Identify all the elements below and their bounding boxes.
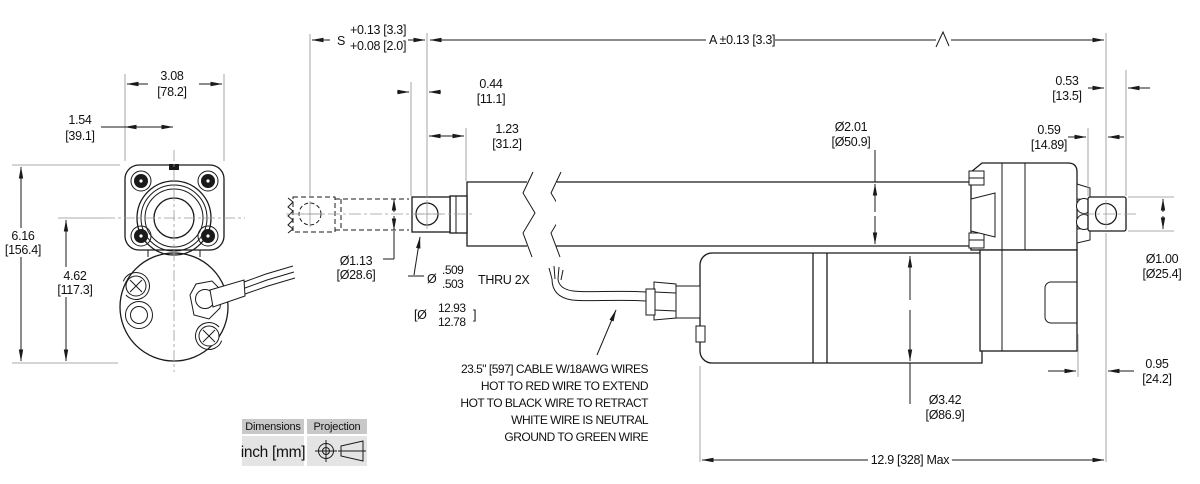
dim-motor-dia: Ø3.42 [Ø86.9] xyxy=(907,255,965,422)
projection-header: Projection xyxy=(314,421,361,433)
dim-flange-width: 3.08 [78.2] xyxy=(124,69,225,161)
motor-dia-mm: [Ø86.9] xyxy=(926,408,965,422)
pin-to-tube-mm: [31.2] xyxy=(492,137,521,151)
rod-end-dia-in: Ø1.13 xyxy=(340,254,373,268)
rear-housing-notch xyxy=(1044,281,1077,324)
rear-cap-gland-details xyxy=(968,170,996,249)
overall-height-in: 6.16 xyxy=(11,229,34,243)
dim-flange-half: 1.54 [39.1] xyxy=(65,113,174,143)
rear-face-to-pin-mm: [14.89] xyxy=(1031,138,1067,152)
center-height-in: 4.62 xyxy=(63,269,86,283)
rear-lug-offset-in: 0.95 xyxy=(1145,357,1168,371)
rear-face-to-pin-in: 0.59 xyxy=(1037,123,1060,137)
cable-note-line5: GROUND TO GREEN WIRE xyxy=(504,430,648,444)
dim-rear-pin-to-end: 0.53 [13.5] xyxy=(1052,74,1150,103)
mount-hole-in-max: .509 xyxy=(442,263,464,277)
mount-hole-mm-open: [Ø xyxy=(414,308,427,322)
units-cell xyxy=(242,436,304,466)
mount-hole-mm-min: 12.78 xyxy=(438,315,466,329)
rod-offset-mm: [11.1] xyxy=(477,92,506,106)
rod-offset-in: 0.44 xyxy=(479,77,502,91)
projection-header-cell xyxy=(307,419,367,434)
front-wires xyxy=(243,265,296,295)
stroke-tol-lower: +0.08 [2.0] xyxy=(350,39,406,53)
rear-lug-offset-mm: [24.2] xyxy=(1142,372,1171,386)
front-view xyxy=(104,150,296,372)
rod-end-dia-mm: [Ø28.6] xyxy=(337,268,376,282)
dim-stroke-s: S +0.13 [3.3] +0.08 [2.0] xyxy=(311,23,426,53)
side-view-extended-rod-dashed xyxy=(287,196,409,234)
front-cable-gland xyxy=(189,279,246,320)
max-length-label: 12.9 [328] Max xyxy=(871,453,951,467)
rod-knurl xyxy=(287,197,294,234)
dim-rod-end-dia: Ø1.13 [Ø28.6] xyxy=(337,198,397,282)
dim-rear-face-to-pin: 0.59 [14.89] xyxy=(1031,123,1124,152)
front-motor-screw-lower xyxy=(195,322,223,350)
rear-lug-dia-mm: [Ø25.4] xyxy=(1143,267,1182,281)
mount-hole-mm-max: 12.93 xyxy=(438,301,466,315)
title-block: Dimensions Projection inch [mm] xyxy=(241,419,367,466)
front-motor-screw-upper xyxy=(122,272,150,300)
dim-length-a: A ±0.13 [3.3] xyxy=(429,30,1105,48)
units-label: inch [mm] xyxy=(241,444,305,461)
cable-note: 23.5" [597] CABLE W/18AWG WIRES HOT TO R… xyxy=(460,309,650,444)
front-breather-hole xyxy=(125,301,153,329)
dimensions-header-cell xyxy=(242,419,304,434)
dimensions-header: Dimensions xyxy=(245,421,301,433)
flange-half-mm: [39.1] xyxy=(65,129,94,143)
center-height-mm: [117.3] xyxy=(57,283,92,297)
front-flange-screws xyxy=(130,170,219,247)
tube-break-left xyxy=(522,171,536,258)
side-cable-gland xyxy=(645,281,701,321)
callout-mount-hole: Ø .509 .503 THRU 2X [Ø 12.93 12.78 ] xyxy=(408,236,531,329)
overall-height-mm: [156.4] xyxy=(5,243,41,257)
dim-break-mark xyxy=(935,30,950,48)
length-a-label: A ±0.13 [3.3] xyxy=(709,33,775,47)
flange-half-in: 1.54 xyxy=(68,113,91,127)
motor-housing xyxy=(699,252,983,364)
cable-note-line2: HOT TO RED WIRE TO EXTEND xyxy=(481,379,649,393)
rear-pin-to-end-mm: [13.5] xyxy=(1052,89,1081,103)
cable xyxy=(548,265,647,302)
flange-width-in: 3.08 xyxy=(160,69,183,83)
mount-hole-dia-symbol: Ø xyxy=(427,272,437,286)
stroke-tol-upper: +0.13 [3.3] xyxy=(350,23,406,37)
rear-lug-dia-in: Ø1.00 xyxy=(1146,252,1179,266)
motor-dia-in: Ø3.42 xyxy=(929,393,962,407)
dim-tube-dia: Ø2.01 [Ø50.9] xyxy=(832,120,878,245)
tube-dia-mm: [Ø50.9] xyxy=(832,135,871,149)
dim-pin-to-tube: 1.23 [31.2] xyxy=(428,122,522,151)
dim-max-length: 12.9 [328] Max xyxy=(701,453,1105,467)
side-view xyxy=(286,162,1138,364)
cable-note-line3: HOT TO BLACK WIRE TO RETRACT xyxy=(460,396,649,410)
rear-gear-housing xyxy=(979,249,1078,352)
stroke-label: S xyxy=(337,34,345,48)
mount-hole-thru: THRU 2X xyxy=(478,273,530,287)
dim-center-height: 4.62 [117.3] xyxy=(57,217,104,362)
mount-hole-mm-close: ] xyxy=(473,308,476,322)
dim-overall-height: 6.16 [156.4] xyxy=(5,164,120,364)
dim-rod-offset: 0.44 [11.1] xyxy=(397,77,506,106)
pin-to-tube-in: 1.23 xyxy=(495,122,518,136)
first-angle-projection-icon xyxy=(315,440,366,462)
dim-rear-lug-offset: 0.95 [24.2] xyxy=(1048,357,1172,386)
cable-note-line4: WHITE WIRE IS NEUTRAL xyxy=(511,413,649,427)
rear-pin-to-end-in: 0.53 xyxy=(1055,74,1078,88)
dim-rear-lug-dia: Ø1.00 [Ø25.4] xyxy=(1143,198,1182,281)
cable-note-line1: 23.5" [597] CABLE W/18AWG WIRES xyxy=(461,362,649,376)
tube-dia-in: Ø2.01 xyxy=(835,120,868,134)
mount-hole-in-min: .503 xyxy=(442,277,464,291)
flange-width-mm: [78.2] xyxy=(157,85,186,99)
rod-neck xyxy=(449,195,468,234)
extension-lines xyxy=(309,33,1174,462)
